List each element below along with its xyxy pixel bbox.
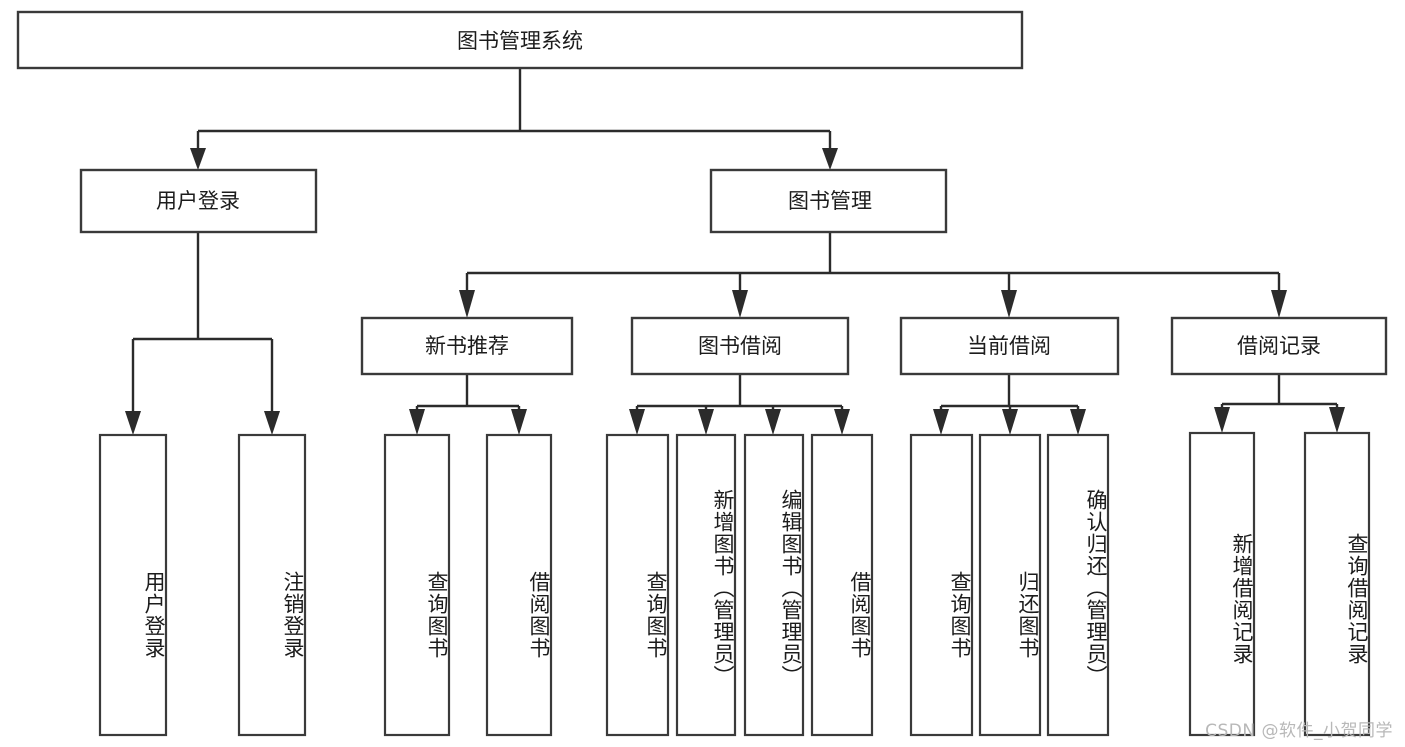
node-layer: 图书管理系统 用户登录 图书管理 新书推荐 图书借阅 当前: [16, 10, 1388, 737]
node-root-box[interactable]: [16, 10, 1024, 70]
arrow-book-manage: [822, 148, 838, 170]
arrow-borrow-record: [1271, 290, 1287, 318]
node-book-manage-label: 图书管理: [788, 189, 872, 213]
node-leaf-query-record-box[interactable]: [1303, 431, 1371, 737]
node-user-login-box[interactable]: [79, 168, 318, 234]
node-leaf-confirm-return-box[interactable]: [1046, 433, 1110, 737]
node-leaf-add-record-box[interactable]: [1188, 431, 1256, 737]
arrow-leaf-query-book-2: [629, 409, 645, 435]
node-leaf-borrow-book-1-box[interactable]: [485, 433, 553, 737]
arrow-leaf-add-book: [698, 409, 714, 435]
node-leaf-query-book-2-box[interactable]: [605, 433, 670, 737]
node-leaf-edit-book-box[interactable]: [743, 433, 805, 737]
arrow-leaf-edit-book: [765, 409, 781, 435]
node-current-borrow[interactable]: 当前借阅: [899, 316, 1120, 376]
watermark-text: CSDN @软件_小贺同学: [1205, 721, 1393, 741]
node-book-manage-box[interactable]: [709, 168, 948, 234]
node-leaf-query-book-1-box[interactable]: [383, 433, 451, 737]
arrow-leaf-logout: [264, 411, 280, 435]
node-leaf-borrow-book-2-box[interactable]: [810, 433, 874, 737]
node-borrow-record-label: 借阅记录: [1237, 334, 1321, 358]
edge-layer: [125, 68, 1345, 435]
node-leaf-return-book-box[interactable]: [978, 433, 1042, 737]
node-book-manage[interactable]: 图书管理: [709, 168, 948, 234]
arrow-current-borrow: [1001, 290, 1017, 318]
arrow-leaf-query-record: [1329, 407, 1345, 433]
arrow-leaf-confirm-return: [1070, 409, 1086, 435]
arrow-new-book-recommend: [459, 290, 475, 318]
node-user-login[interactable]: 用户登录: [79, 168, 318, 234]
node-current-borrow-box[interactable]: [899, 316, 1120, 376]
arrow-book-borrow: [732, 290, 748, 318]
node-book-borrow[interactable]: 图书借阅: [630, 316, 850, 376]
arrow-leaf-borrow-book-1: [511, 409, 527, 435]
node-book-borrow-box[interactable]: [630, 316, 850, 376]
node-new-book-recommend-box[interactable]: [360, 316, 574, 376]
node-borrow-record[interactable]: 借阅记录: [1170, 316, 1388, 376]
node-user-login-label: 用户登录: [156, 189, 240, 213]
node-leaf-query-book-3-box[interactable]: [909, 433, 974, 737]
arrow-leaf-user-login: [125, 411, 141, 435]
node-new-book-recommend-label: 新书推荐: [425, 334, 509, 358]
arrow-leaf-add-record: [1214, 407, 1230, 433]
node-book-borrow-label: 图书借阅: [698, 334, 782, 358]
node-root[interactable]: 图书管理系统: [16, 10, 1024, 70]
node-leaf-user-login-box[interactable]: [98, 433, 168, 737]
node-borrow-record-box[interactable]: [1170, 316, 1388, 376]
arrow-leaf-query-book-1: [409, 409, 425, 435]
node-leaf-add-book-box[interactable]: [675, 433, 737, 737]
node-new-book-recommend[interactable]: 新书推荐: [360, 316, 574, 376]
node-current-borrow-label: 当前借阅: [967, 334, 1051, 358]
arrow-leaf-query-book-3: [933, 409, 949, 435]
arrow-leaf-return-book: [1002, 409, 1018, 435]
arrow-user-login: [190, 148, 206, 170]
node-leaf-logout-box[interactable]: [237, 433, 307, 737]
node-root-label: 图书管理系统: [457, 29, 583, 53]
arrow-leaf-borrow-book-2: [834, 409, 850, 435]
